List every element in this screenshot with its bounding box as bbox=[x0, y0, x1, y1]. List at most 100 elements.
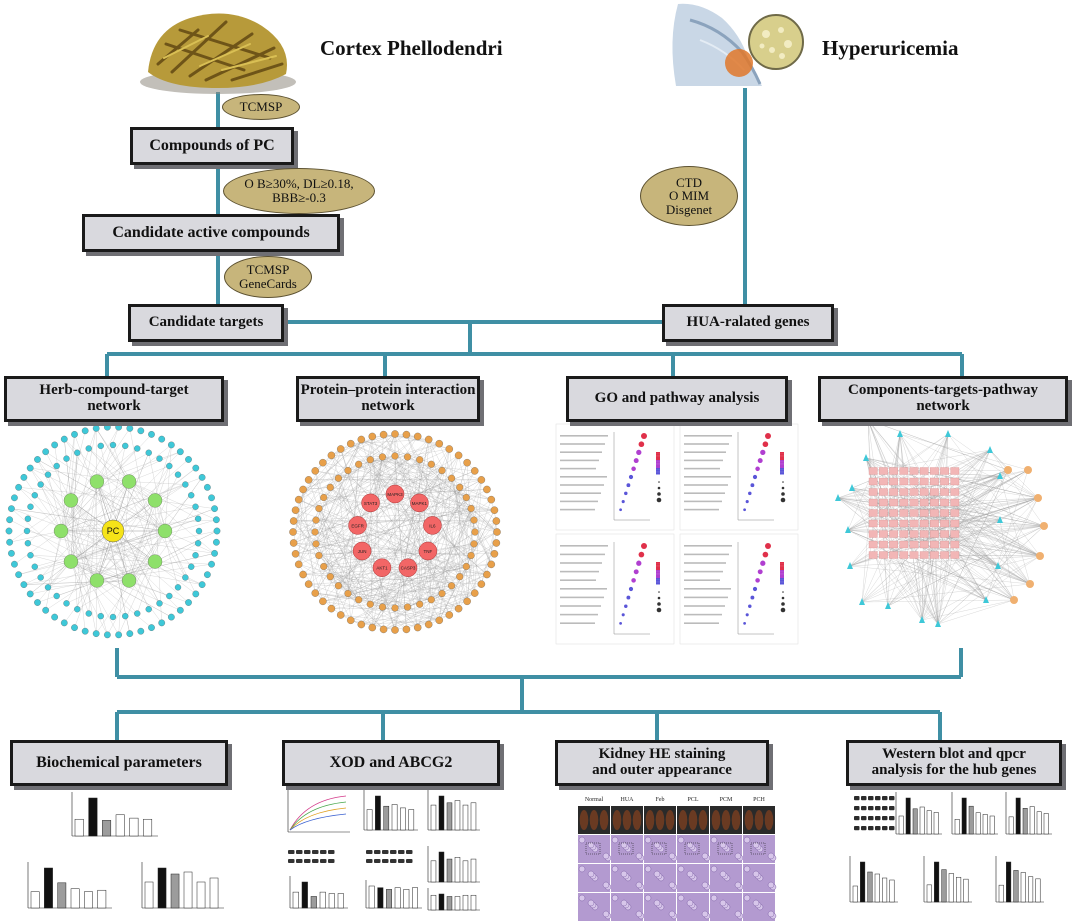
database-line-2: GeneCards bbox=[239, 276, 297, 291]
compound-node bbox=[147, 493, 163, 508]
target-node bbox=[60, 619, 68, 627]
target-node bbox=[204, 483, 211, 491]
bar bbox=[1015, 797, 1021, 835]
bar bbox=[989, 815, 995, 835]
kidney-group-label: Feb bbox=[656, 797, 665, 803]
target-node bbox=[51, 613, 58, 621]
tubule bbox=[620, 841, 628, 849]
western-blot-figures bbox=[849, 792, 1052, 903]
tubule bbox=[677, 865, 685, 873]
ppi-inner-node bbox=[438, 589, 446, 598]
target-square-node bbox=[930, 488, 939, 496]
ppi-outer-node bbox=[379, 625, 388, 634]
tubule bbox=[719, 870, 727, 878]
bar bbox=[860, 861, 866, 903]
bar bbox=[948, 873, 954, 903]
target-square-node bbox=[919, 498, 929, 507]
foot-photo bbox=[672, 3, 804, 86]
target-node bbox=[11, 560, 18, 568]
target-square-node bbox=[899, 488, 909, 496]
bar bbox=[30, 891, 40, 909]
bar bbox=[196, 881, 206, 909]
ppi-outer-node bbox=[490, 550, 499, 558]
blot-band bbox=[374, 850, 381, 854]
term-label-bar bbox=[684, 500, 722, 503]
target-node bbox=[137, 627, 145, 635]
blot-band bbox=[882, 816, 888, 821]
target-square-node bbox=[919, 467, 929, 475]
kidney-organ bbox=[731, 810, 741, 830]
ppi-outer-node bbox=[319, 597, 327, 606]
term-label-bar bbox=[560, 579, 596, 581]
bar bbox=[129, 817, 139, 837]
tubule bbox=[686, 841, 694, 849]
target-node bbox=[198, 581, 206, 588]
bar bbox=[430, 804, 437, 831]
target-node bbox=[81, 427, 89, 435]
bar bbox=[430, 860, 437, 883]
ppi-inner-node bbox=[320, 493, 328, 502]
kidney-group-label: HUA bbox=[621, 797, 635, 803]
target-square-node bbox=[950, 551, 960, 559]
disease-databases-oval: CTD O MIM Disgenet bbox=[640, 166, 738, 226]
bar bbox=[1043, 813, 1049, 835]
blot-band bbox=[882, 826, 888, 831]
target-node bbox=[23, 527, 31, 535]
term-label-bar bbox=[560, 435, 608, 437]
blot-band bbox=[861, 826, 867, 831]
size-legend-dot bbox=[781, 596, 785, 600]
target-square-node bbox=[909, 530, 919, 538]
header-line-1: Herb-compound-target bbox=[39, 382, 189, 399]
component-node bbox=[1034, 494, 1042, 502]
blot-band bbox=[296, 859, 303, 863]
bar bbox=[968, 805, 974, 835]
candidate-active-compounds-box: Candidate active compounds bbox=[82, 214, 340, 252]
ppi-outer-node bbox=[289, 528, 297, 536]
tubule bbox=[767, 881, 775, 889]
target-square-node bbox=[919, 509, 929, 517]
target-square-node bbox=[899, 540, 909, 549]
ppi-inner-node bbox=[470, 516, 478, 524]
target-square-node bbox=[950, 467, 960, 475]
target-node bbox=[188, 492, 195, 499]
kidney-organ bbox=[678, 810, 688, 830]
bar bbox=[961, 797, 967, 835]
target-node bbox=[211, 505, 218, 512]
term-label-bar bbox=[684, 588, 731, 590]
enrichment-dot bbox=[621, 613, 625, 617]
target-node bbox=[145, 449, 152, 456]
header-kidney-he-staining: Kidney HE staining and outer appearance bbox=[555, 740, 769, 786]
kidney-organ bbox=[632, 810, 642, 830]
target-square-node bbox=[950, 488, 960, 496]
ppi-outer-node bbox=[346, 439, 355, 448]
bar bbox=[144, 881, 154, 909]
term-label-bar bbox=[560, 500, 598, 503]
target-square-node bbox=[950, 477, 960, 486]
kidney-organ bbox=[599, 810, 609, 830]
tubule bbox=[635, 852, 643, 860]
ppi-inner-node bbox=[391, 452, 399, 460]
target-node bbox=[81, 627, 89, 635]
tubule bbox=[701, 852, 709, 860]
target-node bbox=[148, 624, 155, 631]
target-node bbox=[195, 527, 203, 535]
ppi-outer-node bbox=[424, 620, 433, 629]
kidney-appearance-cell bbox=[611, 806, 643, 834]
blot-band bbox=[861, 796, 867, 801]
target-square-node bbox=[868, 551, 878, 559]
he-staining-cell bbox=[743, 864, 777, 892]
bar bbox=[438, 795, 445, 831]
target-node bbox=[20, 474, 28, 481]
target-square-node bbox=[889, 488, 898, 496]
biochemical-bar-charts bbox=[27, 792, 224, 909]
target-node bbox=[137, 427, 145, 435]
dotplot-panel bbox=[555, 423, 675, 531]
bar bbox=[70, 888, 80, 909]
herb-photo bbox=[140, 13, 296, 94]
term-label-bar bbox=[560, 451, 602, 453]
pathway-node bbox=[987, 446, 993, 453]
pathway-node bbox=[835, 494, 841, 501]
ppi-inner-node bbox=[462, 562, 470, 571]
target-square-node bbox=[919, 477, 929, 486]
